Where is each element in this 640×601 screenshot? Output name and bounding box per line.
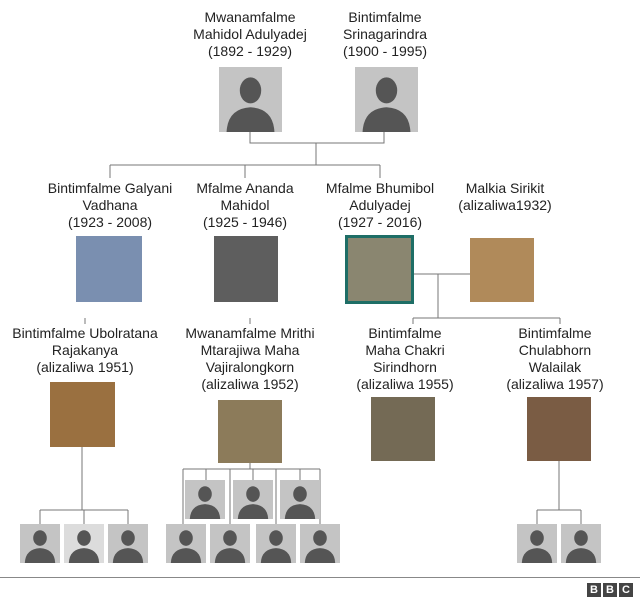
silhouette-grandchild <box>300 524 340 563</box>
person-icon <box>304 530 336 563</box>
silhouette-grandchild <box>64 524 104 563</box>
silhouette-grandchild <box>280 480 320 519</box>
person-icon <box>226 77 275 132</box>
person-icon <box>24 530 56 563</box>
photo-sirindhorn <box>371 397 435 461</box>
person-icon <box>362 77 411 132</box>
silhouette-grandchild <box>185 480 225 519</box>
silhouette-grandchild <box>166 524 206 563</box>
silhouette-mahidol <box>219 67 282 132</box>
person-icon <box>565 530 597 563</box>
photo-bhumibol <box>348 238 411 301</box>
silhouette-srinagarindra <box>355 67 418 132</box>
silhouette-grandchild <box>561 524 601 563</box>
photo-galyani <box>76 236 142 302</box>
person-icon <box>170 530 202 563</box>
photo-chulabhorn <box>527 397 591 461</box>
silhouette-grandchild <box>233 480 273 519</box>
person-icon <box>112 530 144 563</box>
photo-sirikit <box>470 238 534 302</box>
silhouette-grandchild <box>256 524 296 563</box>
person-icon <box>521 530 553 563</box>
silhouette-grandchild <box>517 524 557 563</box>
silhouette-grandchild <box>20 524 60 563</box>
photo-ubolratana <box>50 382 115 447</box>
label-sirikit: Malkia Sirikit(alizaliwa1932) <box>458 180 552 213</box>
person-icon <box>214 530 246 563</box>
person-icon <box>189 486 221 519</box>
person-icon <box>68 530 100 563</box>
person-icon <box>260 530 292 563</box>
person-icon <box>284 486 316 519</box>
silhouette-grandchild <box>108 524 148 563</box>
photo-ananda <box>214 236 278 302</box>
photo-vajiralongkorn <box>218 400 282 463</box>
silhouette-grandchild <box>210 524 250 563</box>
bottom-rule <box>0 577 640 578</box>
person-icon <box>237 486 269 519</box>
